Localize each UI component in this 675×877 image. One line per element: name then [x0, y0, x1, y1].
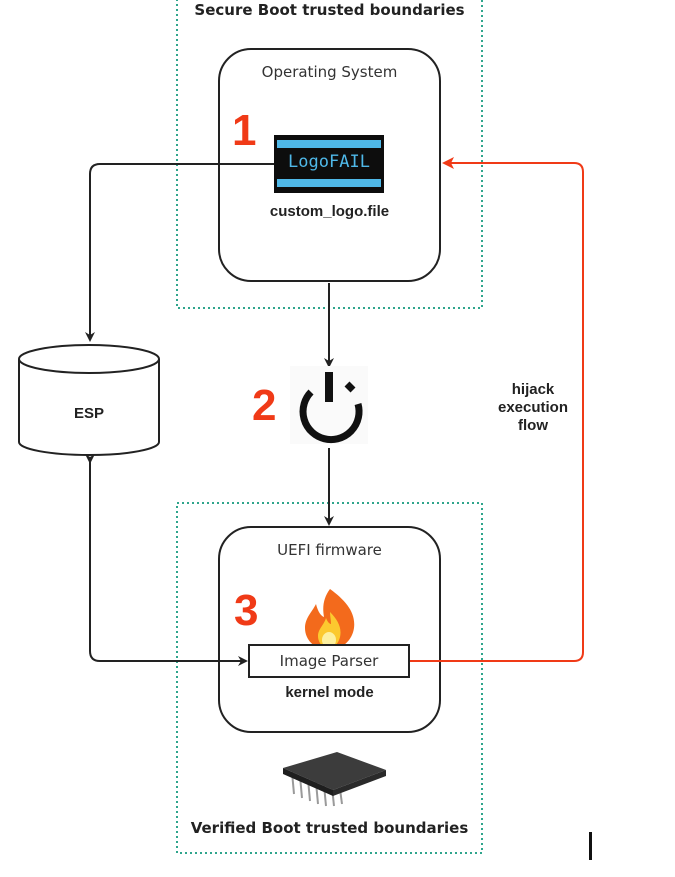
step-number-3: 3 [234, 586, 259, 635]
fire-icon [305, 589, 355, 650]
arrow-logo-to-esp [85, 163, 274, 342]
step-number-2: 2 [252, 381, 277, 430]
esp-cylinder [18, 344, 160, 456]
logo-stripe-bottom [277, 179, 381, 187]
uefi-box-title: UEFI firmware [277, 541, 382, 559]
text-cursor [589, 832, 592, 860]
verified-boot-boundary-label: Verified Boot trusted boundaries [190, 819, 469, 837]
logofail-logo: LogoFAIL [274, 135, 384, 193]
logo-text: LogoFAIL [288, 152, 370, 172]
power-icon [290, 366, 368, 444]
kernel-mode-label: kernel mode [285, 684, 374, 701]
image-parser-box: Image Parser [248, 644, 410, 678]
esp-label: ESP [73, 405, 104, 422]
file-label: custom_logo.file [269, 203, 390, 220]
os-box-title: Operating System [261, 63, 398, 81]
arrow-esp-parser [85, 454, 248, 666]
hijack-label: hijack execution flow [478, 381, 588, 435]
arrow-hijack-flow [410, 157, 584, 662]
step-number-1: 1 [232, 106, 257, 155]
verified-boot-boundary [176, 502, 483, 854]
logo-stripe-top [277, 140, 381, 148]
hijack-line-3: flow [518, 417, 548, 434]
chip-icon [283, 752, 386, 807]
secure-boot-boundary-label: Secure Boot trusted boundaries [194, 1, 465, 19]
hijack-line-1: hijack [511, 381, 555, 398]
hijack-line-2: execution [497, 399, 569, 416]
